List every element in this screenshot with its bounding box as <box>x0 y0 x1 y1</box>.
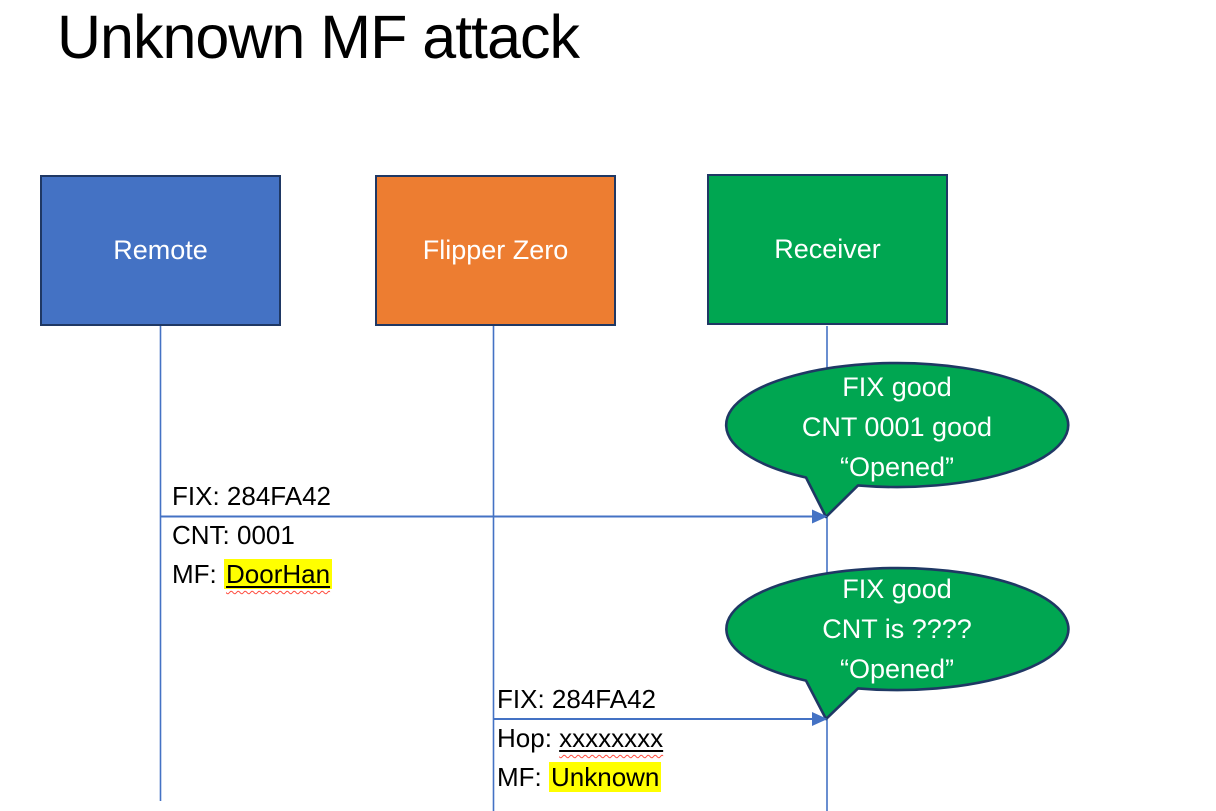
message-1-mf-highlight: DoorHan <box>224 559 333 589</box>
speech-bubble-1 <box>724 361 1070 519</box>
message-2-hop: Hop: xxxxxxxx <box>497 719 663 758</box>
actor-box-receiver: Receiver <box>707 174 948 325</box>
message-1-mf-prefix: MF: <box>172 559 224 589</box>
actor-box-remote: Remote <box>40 175 281 326</box>
message-2-hop-prefix: Hop: <box>497 723 560 753</box>
callout-2-text: FIX good CNT is ???? “Opened” <box>725 569 1069 689</box>
actor-label-flipper-zero: Flipper Zero <box>422 235 569 265</box>
message-2-mf-prefix: MF: <box>497 762 549 792</box>
actor-box-flipper-zero: Flipper Zero <box>375 175 616 326</box>
callout-1-line-3: “Opened” <box>839 452 955 482</box>
callout-1-line-1: FIX good <box>842 372 952 402</box>
message-1-fix: FIX: 284FA42 <box>172 481 331 511</box>
speech-bubble-2 <box>725 566 1070 721</box>
message-2-mf: MF: Unknown <box>497 758 663 797</box>
callout-2-line-1: FIX good <box>842 574 952 604</box>
message-1-mf-value: DoorHan <box>226 559 331 589</box>
actor-label-remote: Remote <box>113 235 208 265</box>
callout-1-text: FIX good CNT 0001 good “Opened” <box>725 367 1069 487</box>
message-1-label: FIX: 284FA42 CNT: 0001 MF: DoorHan <box>172 477 333 594</box>
slide-title: Unknown MF attack <box>57 3 580 71</box>
message-arrow-2-head <box>812 712 828 726</box>
message-1-mf: MF: DoorHan <box>172 555 333 594</box>
message-1-cnt: CNT: 0001 <box>172 520 295 550</box>
actor-label-receiver: Receiver <box>774 234 881 264</box>
message-2-hop-value: xxxxxxxx <box>559 723 664 753</box>
callout-2-line-3: “Opened” <box>839 654 955 684</box>
message-2-label: FIX: 284FA42 Hop: xxxxxxxx MF: Unknown <box>497 680 663 797</box>
callout-1-line-2: CNT 0001 good <box>801 412 993 442</box>
message-arrow-1-head <box>812 509 828 524</box>
message-2-fix: FIX: 284FA42 <box>497 684 656 714</box>
callout-2-line-2: CNT is ???? <box>822 614 972 644</box>
message-2-mf-value: Unknown <box>549 762 662 792</box>
